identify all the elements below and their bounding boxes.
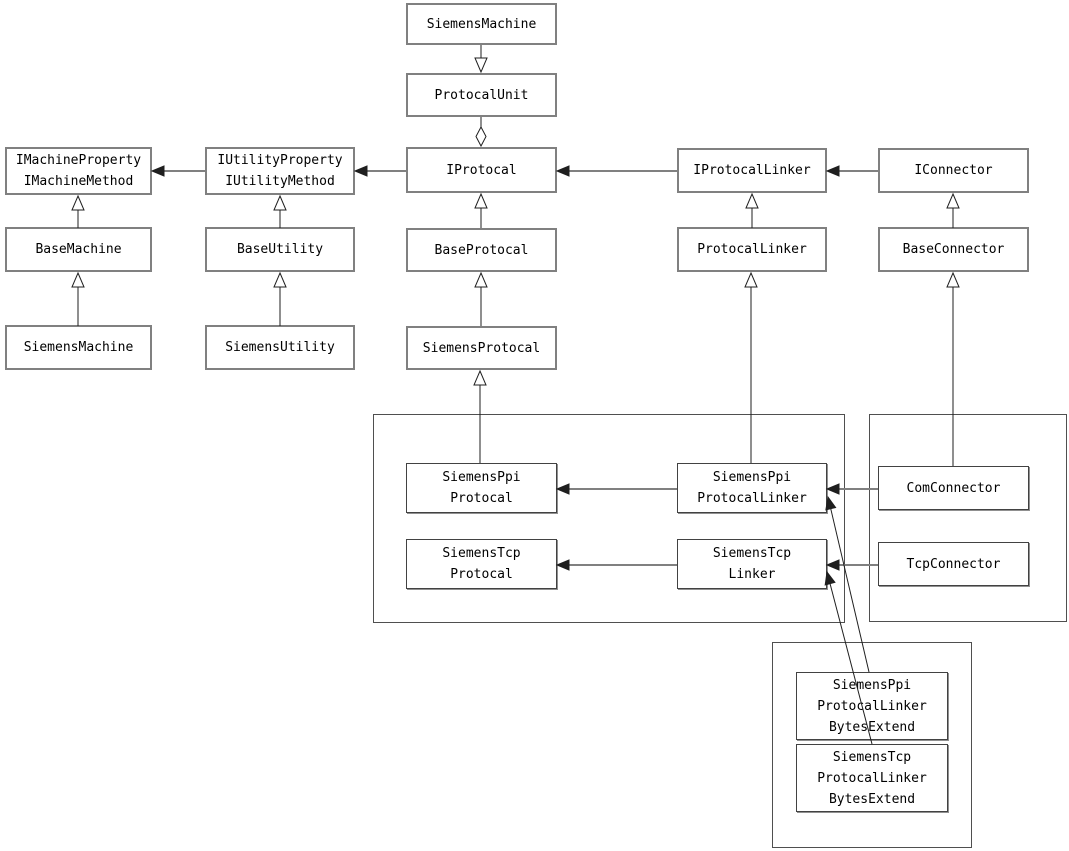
class-box-siemens-utility: SiemensUtility [205,325,355,370]
container-siemens-protocal-group [373,414,845,623]
class-label: TcpConnector [906,556,1001,572]
class-label: ProtocalLinker [817,770,927,786]
class-label: SiemensMachine [426,16,537,32]
class-label: IProtocal [446,162,517,178]
class-box-com-connector: ComConnector [878,466,1029,510]
class-label: SiemensPpi [442,470,521,485]
container-connector-group [869,414,1067,622]
class-label: BaseMachine [35,242,122,257]
class-box-siemens-protocal: SiemensProtocal [406,326,557,370]
class-label: IUtilityProperty [217,153,343,168]
class-box-protocal-unit: ProtocalUnit [406,73,557,117]
class-label: SiemensTcp [832,749,912,765]
class-box-base-machine: BaseMachine [5,227,152,272]
class-label: Protocal [450,491,513,506]
class-box-protocal-linker: ProtocalLinker [677,227,827,272]
class-label: IConnector [914,163,993,178]
class-label: SiemensTcp [442,546,521,561]
class-label: ProtocalLinker [697,242,807,257]
class-label: SiemensUtility [225,340,335,355]
class-box-i-protocal-linker: IProtocalLinker [677,148,827,193]
class-label: Protocal [450,567,513,582]
class-box-base-protocal: BaseProtocal [406,228,557,272]
class-box-base-utility: BaseUtility [205,227,355,272]
class-label: BaseUtility [236,242,324,257]
class-box-i-protocal: IProtocal [406,147,557,193]
class-label: Linker [728,567,776,582]
class-box-siemens-machine-top: SiemensMachine [406,3,557,45]
class-label: BaseConnector [902,242,1005,257]
class-label: SiemensProtocal [422,340,541,356]
class-label: IMachineMethod [23,174,134,189]
class-label: ProtocalLinker [817,698,927,714]
class-label: ProtocalUnit [434,87,529,103]
class-label: SiemensPpi [832,677,912,693]
class-box-i-connector: IConnector [878,148,1029,193]
class-label: IUtilityMethod [225,174,335,189]
class-label: BytesExtend [828,719,916,735]
class-label: BaseProtocal [434,242,529,258]
class-label: SiemensPpi [712,470,792,485]
class-label: BytesExtend [828,791,916,807]
class-label: SiemensTcp [712,546,792,561]
class-label: ComConnector [906,480,1001,496]
class-label: ProtocalLinker [697,491,807,506]
class-box-siemens-machine: SiemensMachine [5,325,152,370]
class-label: IProtocalLinker [693,163,811,178]
class-box-base-connector: BaseConnector [878,227,1029,272]
class-label: SiemensMachine [23,340,134,355]
class-label: IMachineProperty [15,153,142,168]
class-box-tcp-connector: TcpConnector [878,542,1029,586]
